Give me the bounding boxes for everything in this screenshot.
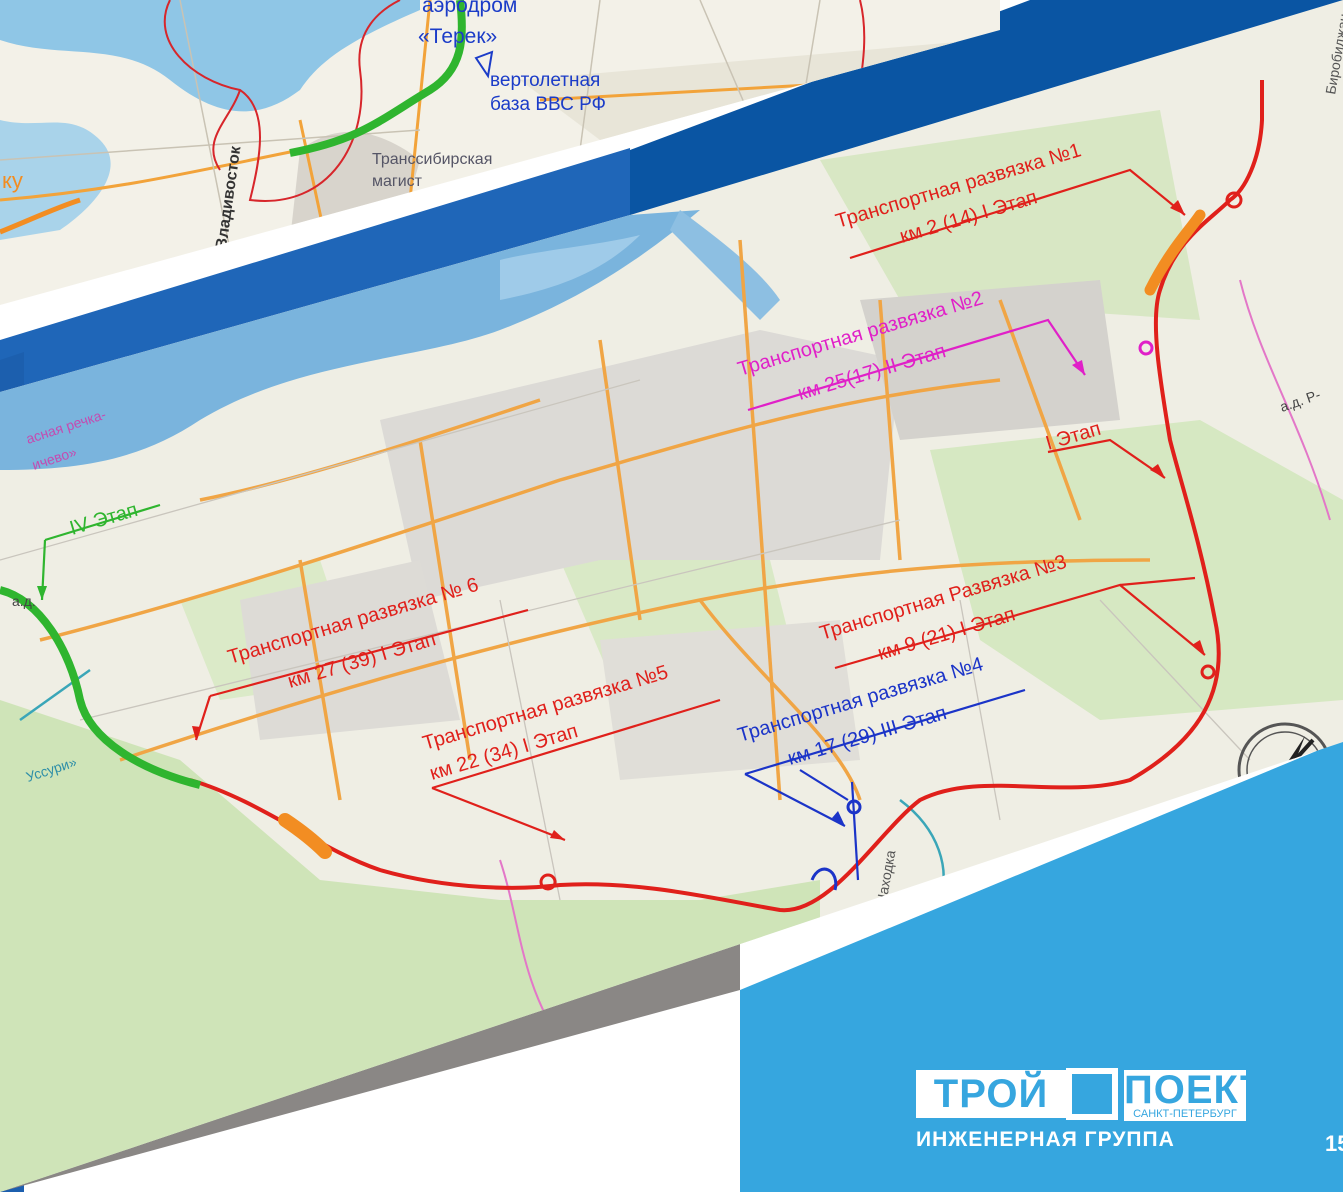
page-number: 15 [1325,1131,1343,1156]
logo-word-right: ПОЕКТ [1124,1068,1266,1112]
label-edge-ku: ку [2,168,23,193]
logo-city: САНКТ-ПЕТЕРБУРГ [1124,1108,1246,1121]
callout-ri5 [431,698,721,842]
forest-area [0,700,820,1192]
company-logo: ТРОЙ ПОЕКТ САНКТ-ПЕТЕРБУРГ ИНЖЕНЕРНАЯ ГР… [916,1068,1276,1151]
callout-arrowheads [37,200,1205,840]
logo-group-name: ИНЖЕНЕРНАЯ ГРУППА [916,1128,1175,1151]
label-transsib-1: Транссибирская [372,151,492,168]
label-heli-1: вертолетная [490,70,600,91]
logo-c-bracket-right [1088,1068,1118,1120]
bypass-route-red [189,80,1264,913]
label-left-ad: а.д. [12,593,36,609]
stage-4-route-green [0,586,201,789]
logo-c-bracket [1066,1068,1106,1120]
label-terek: «Терек» [418,25,497,48]
label-aerodrome: аэродром [422,0,517,17]
bypass-stage-orange-1 [1144,209,1206,296]
bypass-stage-orange-2 [278,813,332,859]
callout-ri2 [747,318,1086,412]
logo-top: ТРОЙ ПОЕКТ САНКТ-ПЕТЕРБУРГ [916,1068,1276,1126]
helipad-icon [474,50,494,79]
callout-ri4 [744,688,1026,776]
river-amur-top [0,0,420,112]
urban-area [380,330,900,600]
callout-stage1 [1047,438,1166,479]
city-roads [39,239,1151,801]
label-transsib-2: магист [372,173,423,190]
green-route-top [289,0,466,157]
logo-word-left: ТРОЙ [916,1070,1066,1118]
callout-ri1 [849,168,1186,260]
label-heli-2: база ВВС РФ [490,94,606,115]
